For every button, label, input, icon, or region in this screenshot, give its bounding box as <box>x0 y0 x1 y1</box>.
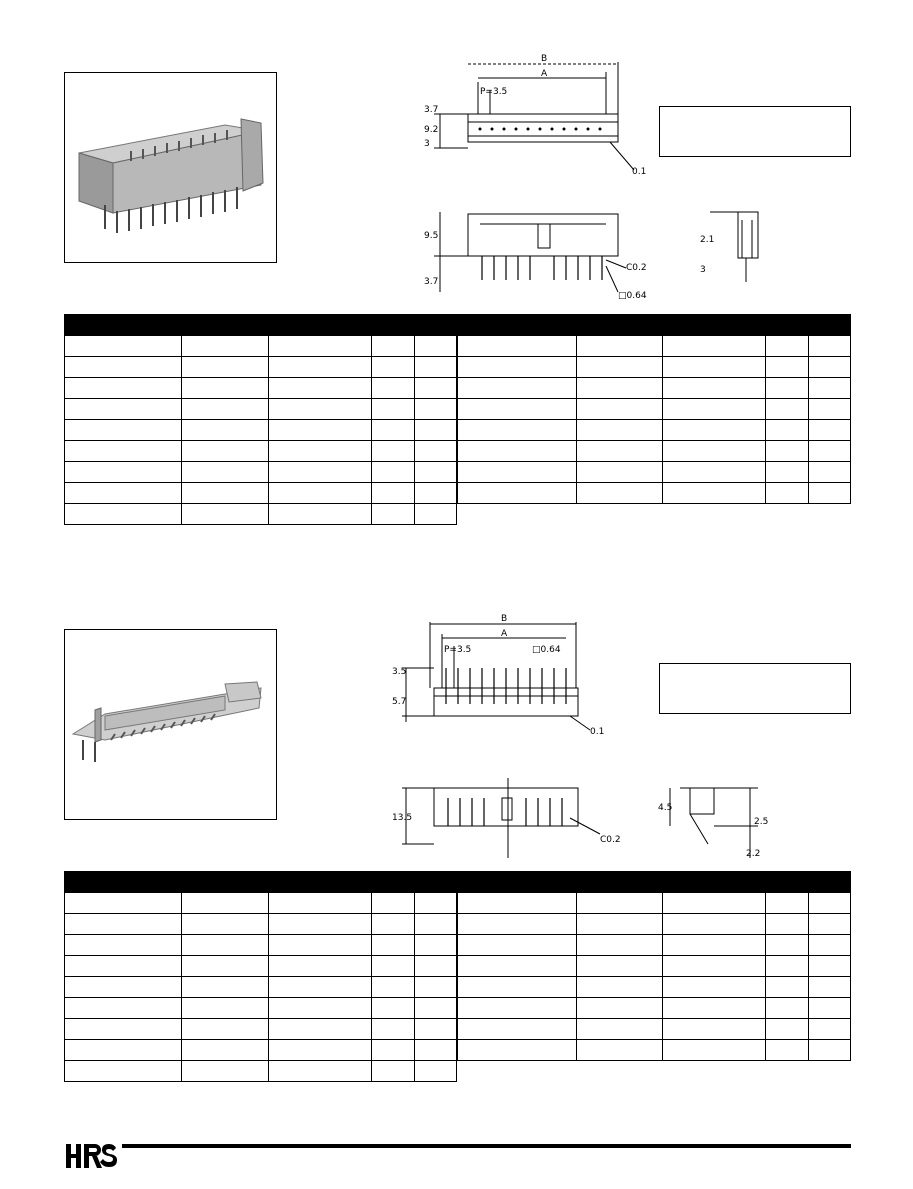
dim-3-7-b: 3.7 <box>424 277 438 287</box>
straight-header-illustration <box>78 118 264 233</box>
product-photo-1 <box>64 72 277 263</box>
table-row <box>64 440 457 462</box>
dim-5-7: 5.7 <box>392 697 406 707</box>
dim-A: A <box>501 629 508 639</box>
dim-13-5: 13.5 <box>392 813 412 823</box>
dim-3-b: 3 <box>700 265 706 275</box>
table-row <box>64 1060 457 1082</box>
table-row <box>64 482 457 504</box>
dim-4-5: 4.5 <box>658 803 672 813</box>
table-header-row <box>457 871 851 893</box>
table-row <box>64 955 457 977</box>
table-row <box>457 913 851 935</box>
table-row <box>64 335 457 357</box>
table-row <box>457 335 851 357</box>
table-row <box>457 1018 851 1040</box>
dim-2-1: 2.1 <box>700 235 714 245</box>
table-row <box>457 934 851 956</box>
table-row <box>64 398 457 420</box>
dim-A: A <box>541 69 548 79</box>
table-header-row <box>64 871 457 893</box>
dim-0-1: 0.1 <box>632 167 646 177</box>
dim-9-2: 9.2 <box>424 125 438 135</box>
right-angle-header-illustration <box>71 681 262 762</box>
table-row <box>64 1039 457 1061</box>
table-row <box>457 356 851 378</box>
table-row <box>457 955 851 977</box>
dim-3-7: 3.7 <box>424 105 438 115</box>
dimension-drawing-2: B A P=3.5 □0.64 3.5 5.7 0.1 13.5 C0.2 4.… <box>392 614 768 859</box>
table-row <box>64 1018 457 1040</box>
table-row <box>64 976 457 998</box>
table-row <box>457 419 851 441</box>
table-row <box>64 913 457 935</box>
note-box-2 <box>659 663 851 714</box>
table-header-row <box>457 314 851 336</box>
spec-table-1-right <box>457 314 851 504</box>
table-row <box>457 997 851 1019</box>
table-header-row <box>64 314 457 336</box>
dim-3: 3 <box>424 139 430 149</box>
dim-pitch: P=3.5 <box>480 87 507 97</box>
table-row <box>64 419 457 441</box>
dim-2-2: 2.2 <box>746 849 760 859</box>
spec-table-1-left <box>64 314 457 525</box>
table-row <box>64 997 457 1019</box>
dim-B: B <box>541 54 547 64</box>
table-row <box>457 461 851 483</box>
note-box-1 <box>659 106 851 157</box>
dim-2-5: 2.5 <box>754 817 768 827</box>
dim-B: B <box>501 614 507 624</box>
table-row <box>457 482 851 504</box>
footer-rule <box>122 1144 851 1148</box>
table-row <box>64 934 457 956</box>
hrs-logo <box>66 1144 117 1168</box>
table-row <box>457 892 851 914</box>
dim-square-0-64: □0.64 <box>532 645 561 655</box>
dim-3-5: 3.5 <box>392 667 406 677</box>
dim-9-5: 9.5 <box>424 231 438 241</box>
table-row <box>457 398 851 420</box>
table-row <box>457 377 851 399</box>
dim-square-0-64: □0.64 <box>618 291 647 301</box>
dim-c0-2: C0.2 <box>626 263 647 273</box>
table-row <box>64 503 457 525</box>
table-row <box>64 356 457 378</box>
table-row <box>64 461 457 483</box>
table-row <box>457 1039 851 1061</box>
dim-c0-2: C0.2 <box>600 835 621 845</box>
dim-pitch: P=3.5 <box>444 645 471 655</box>
product-photo-2 <box>64 629 277 820</box>
dimension-drawing-1: B A P=3.5 3.7 9.2 3 0.1 9.5 3.7 C0.2 □0.… <box>424 54 759 301</box>
table-row <box>64 892 457 914</box>
table-row <box>64 377 457 399</box>
table-row <box>457 976 851 998</box>
table-row <box>457 440 851 462</box>
spec-table-2-left <box>64 871 457 1082</box>
dim-0-1: 0.1 <box>590 727 604 737</box>
spec-table-2-right <box>457 871 851 1061</box>
